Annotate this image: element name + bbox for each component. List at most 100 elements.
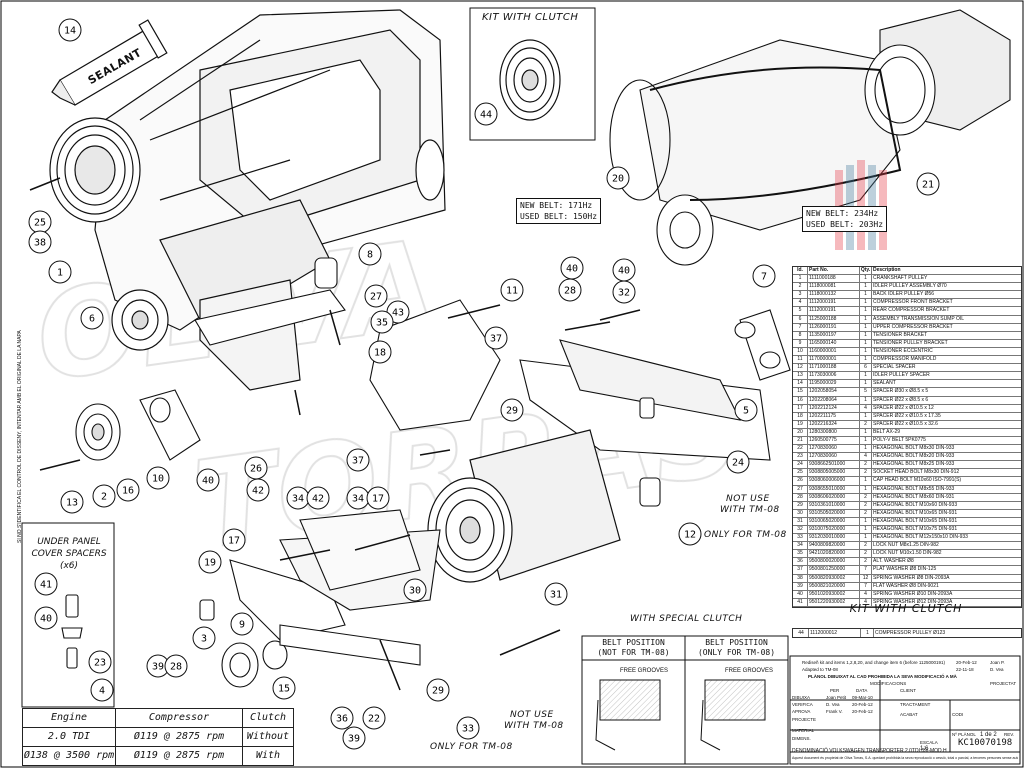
callout-circle xyxy=(146,466,170,490)
callout-circle xyxy=(34,606,58,630)
callout-bubble: 27 xyxy=(364,284,388,308)
part-number: 1270830060 xyxy=(808,453,860,461)
part-qty: 1 xyxy=(860,517,872,525)
part-qty: 2 xyxy=(860,558,872,566)
part-id: 41 xyxy=(793,598,808,606)
part-number: 9500821020000 xyxy=(808,582,860,590)
idler-pulley-assembly xyxy=(75,403,121,461)
part-number: 1260500775 xyxy=(808,436,860,445)
callout-bubble: 39 xyxy=(342,726,366,750)
callout-circle xyxy=(500,278,524,302)
callout-number: 10 xyxy=(152,474,164,485)
part-number: 9500801250000 xyxy=(808,566,860,574)
callout-circle xyxy=(364,284,388,308)
spec-compressor-2: Ø119 @ 2875 rpm xyxy=(116,747,243,765)
part-number: 9312030010000 xyxy=(808,534,860,542)
callout-bubble: 17 xyxy=(222,528,246,552)
callout-number: 40 xyxy=(566,264,578,275)
belt-position-left-line-1: BELT POSITION xyxy=(602,638,665,647)
callout-number: 28 xyxy=(170,662,182,673)
callout-circle xyxy=(222,528,246,552)
right-pulley-edge xyxy=(415,139,445,201)
callout-number: 30 xyxy=(409,586,421,597)
callout-bubbles: 1444202125381682743351840284032117372937… xyxy=(28,18,940,750)
callout-circle xyxy=(752,264,776,288)
not-use-2-line-2: WITH TM-08 xyxy=(504,721,564,731)
col-id-header: Id. xyxy=(793,267,808,275)
compressor-manifold xyxy=(734,309,791,381)
part-id: 2 xyxy=(793,283,808,291)
callout-circle xyxy=(916,172,940,196)
callout-number: 37 xyxy=(352,456,364,467)
callout-number: 31 xyxy=(550,590,562,601)
part-id: 36 xyxy=(793,558,808,566)
callout-number: 20 xyxy=(612,174,624,185)
part-description: SPECIAL SPACER xyxy=(873,364,916,371)
callout-bubble: 28 xyxy=(164,654,188,678)
data-label: DATA xyxy=(856,688,868,693)
callout-bubble: 38 xyxy=(28,230,52,254)
callout-number: 12 xyxy=(684,530,696,541)
part-description: CRANKSHAFT PULLEY xyxy=(873,275,928,282)
callout-number: 33 xyxy=(462,724,474,735)
callout-circle xyxy=(116,478,140,502)
rev-name-2: D. Vea xyxy=(990,667,1004,672)
part-qty: 1 xyxy=(860,477,872,485)
callout-number: 16 xyxy=(122,486,134,497)
belt-right-box: NEW BELT: 234Hz USED BELT: 203Hz xyxy=(802,206,888,232)
callout-circle xyxy=(60,490,84,514)
part-description: ALT. WASHER Ø8 xyxy=(873,558,914,565)
callout-number: 3 xyxy=(201,634,207,645)
part-qty: 2 xyxy=(860,461,872,469)
callout-circle xyxy=(306,486,330,510)
part-qty: 1 xyxy=(860,372,872,380)
part-qty: 1 xyxy=(860,526,872,534)
belt-left-used: USED BELT: 150Hz xyxy=(520,212,598,221)
callout-number: 29 xyxy=(432,686,444,697)
kit-table-title: KIT WITH CLUTCH xyxy=(849,602,963,615)
part-number: 9308805005000 xyxy=(808,469,860,477)
callout-number: 18 xyxy=(374,348,386,359)
callout-circle xyxy=(164,654,188,678)
part-number: 1160000001 xyxy=(808,347,860,356)
callout-circle xyxy=(370,310,394,334)
callout-bubble: 29 xyxy=(426,678,450,702)
callout-bubble: 25 xyxy=(28,210,52,234)
part-description: TENSIONER BRACKET xyxy=(873,331,928,338)
callout-bubble: 20 xyxy=(606,166,630,190)
belt-position-left-line-2: (NOT FOR TM-08) xyxy=(597,648,670,657)
spec-clutch-2: With xyxy=(255,750,281,761)
callout-circle xyxy=(606,166,630,190)
part-id: 37 xyxy=(793,566,808,574)
part-number: 1280300800 xyxy=(808,428,860,436)
part-description: SEALANT xyxy=(873,380,896,387)
part-description: TENSIONER ECCENTRIC xyxy=(873,347,933,354)
part-number: 9308606020000 xyxy=(808,493,860,501)
part-qty: 1 xyxy=(860,275,872,283)
callout-bubble: 21 xyxy=(916,172,940,196)
only-for-note-1: ONLY FOR TM-08 xyxy=(704,530,787,540)
col-qty-header: Qty. xyxy=(860,267,872,275)
callout-number: 23 xyxy=(94,658,106,669)
kit-clutch-pulley xyxy=(499,39,561,121)
callout-circle xyxy=(358,242,382,266)
part-id: 38 xyxy=(793,574,808,582)
callout-bubble: 34 xyxy=(346,486,370,510)
part-number: 1126000191 xyxy=(808,323,860,331)
per-label: PER xyxy=(830,688,840,693)
part-qty: 2 xyxy=(860,509,872,517)
part-id: 17 xyxy=(793,404,808,412)
callout-number: 32 xyxy=(618,288,630,299)
rear-compressor-bracket xyxy=(299,509,421,591)
part-number: 1202208064 xyxy=(808,396,860,404)
callout-bubble: 12 xyxy=(678,522,702,546)
part-number: 1202212124 xyxy=(808,404,860,412)
callout-bubble: 44 xyxy=(474,102,498,126)
